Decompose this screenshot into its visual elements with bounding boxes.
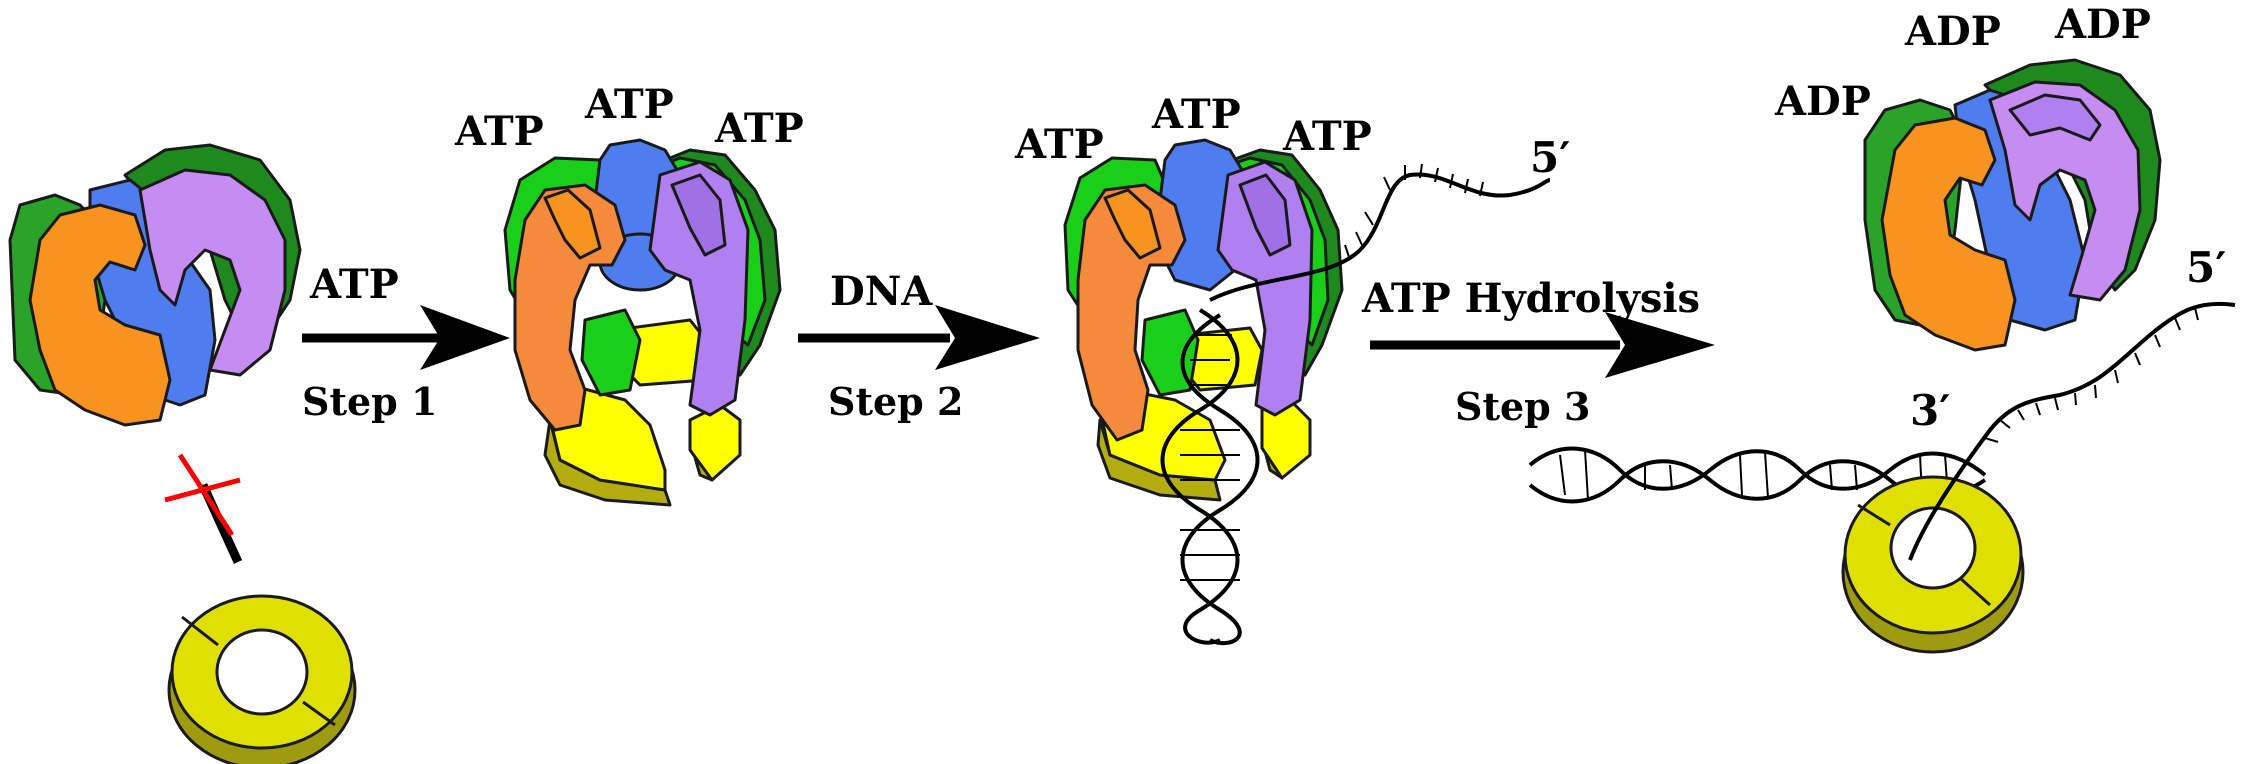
stage-2-atp-mid: ATP (584, 81, 674, 128)
purple-subunit (1988, 80, 2142, 302)
stage-3-atp-right: ATP (1282, 113, 1372, 160)
stage-3-atp-mid: ATP (1151, 91, 1241, 138)
sliding-clamp-closed (167, 594, 357, 764)
stage-4-adp-left: ADP (1774, 78, 1871, 125)
stage-2-atp-right: ATP (714, 105, 804, 152)
blocked-arrow (164, 453, 243, 564)
step-3-hydrolysis-label: ATP Hydrolysis (1361, 275, 1700, 322)
orange-subunit-arm-highlight (543, 188, 602, 260)
orange-subunit (28, 203, 172, 427)
purple-subunit-inner (2008, 93, 2102, 142)
released-clamp-loader-adp (1863, 58, 2162, 352)
open-clamp-loader-atp (503, 138, 782, 507)
loader-dna-complex (1063, 138, 1551, 646)
strand-bases (1344, 163, 1484, 261)
single-strand-5prime (1209, 172, 1551, 302)
step-1-label: Step 1 (302, 379, 437, 424)
purple-subunit-arm-inner (670, 173, 727, 257)
stage-4-three-prime: 3′ (1910, 386, 1950, 435)
stage-4-adp-mid: ADP (1904, 8, 2001, 55)
closed-clamp-loader (8, 143, 302, 427)
step-1-arrow (302, 305, 510, 370)
purple-subunit (138, 168, 287, 377)
step-2-label: Step 2 (828, 379, 963, 424)
strand-bases-stage-4 (1984, 307, 2199, 443)
single-strand-3prime (1908, 301, 2236, 561)
sliding-clamp-loaded (1841, 475, 2025, 654)
orange-subunit (1880, 116, 2017, 352)
step-2-dna-label: DNA (830, 268, 933, 315)
step-3-arrow (1370, 312, 1715, 378)
dna-double-helix-vertical (1160, 308, 1260, 646)
stage-3-atp-left: ATP (1014, 121, 1104, 168)
orange-subunit-arm-highlight (1103, 188, 1162, 260)
step-1-atp-label: ATP (309, 261, 399, 308)
purple-subunit-arm-inner (1238, 173, 1292, 257)
green-shell-bottom (580, 308, 642, 397)
stage-3-five-prime: 5′ (1530, 133, 1570, 182)
stage-4-adp-right: ADP (2054, 1, 2151, 48)
step-3-label: Step 3 (1455, 384, 1590, 429)
stage-2-atp-left: ATP (454, 108, 544, 155)
step-2-arrow (798, 305, 1040, 370)
stage-4-five-prime: 5′ (2186, 243, 2226, 292)
